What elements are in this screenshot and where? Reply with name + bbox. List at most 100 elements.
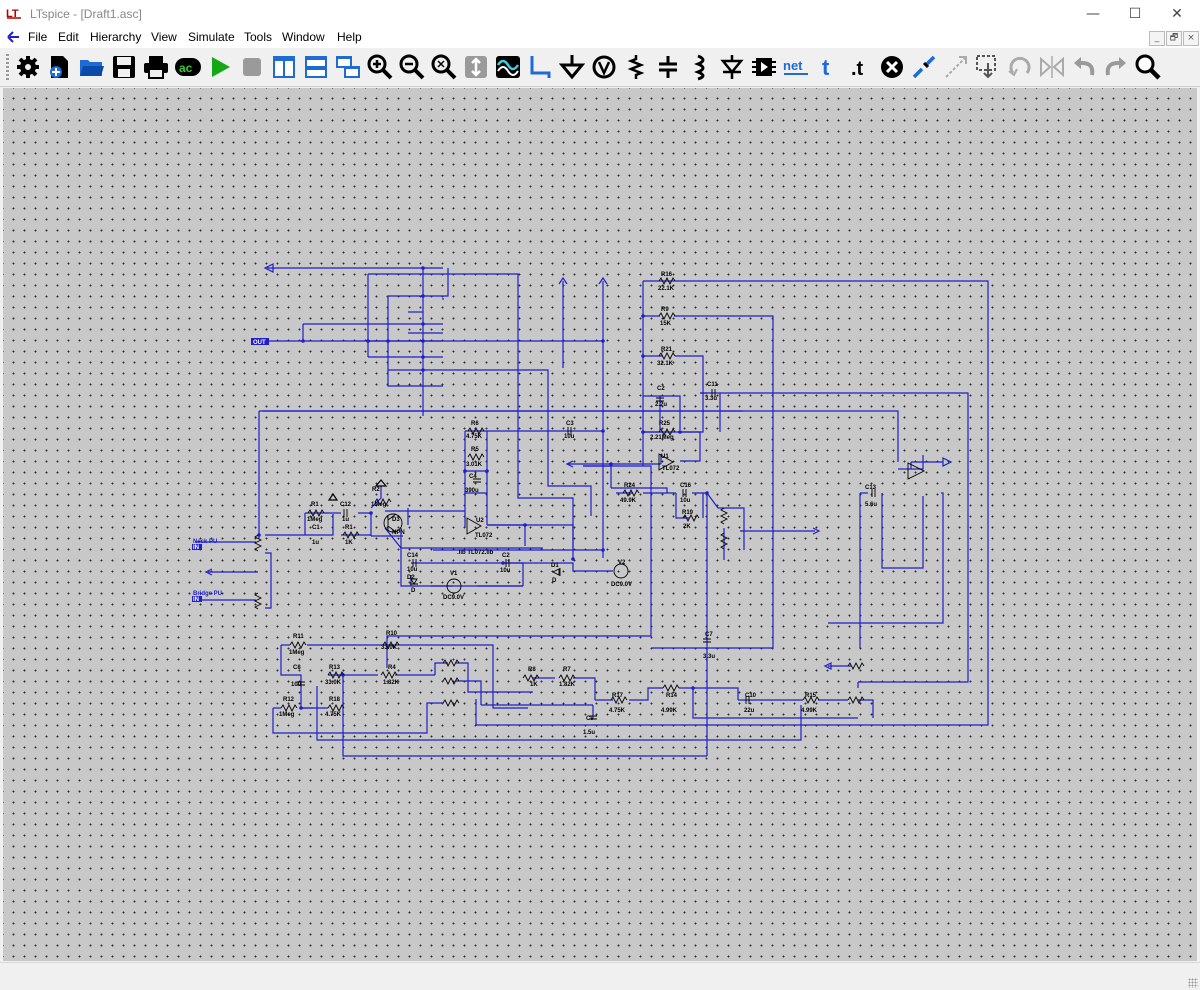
component-symbols[interactable] [253,276,926,720]
component-button[interactable] [750,53,778,81]
open-button[interactable] [78,53,106,81]
voltage-source-v1[interactable] [446,578,462,594]
capacitor-c2-upper[interactable] [656,396,664,402]
capacitor-c2[interactable] [505,559,510,567]
menu-edit[interactable]: Edit [58,30,79,44]
resistor-r11[interactable] [289,640,307,650]
capacitor-c13[interactable] [871,489,876,497]
pot-eq-e[interactable] [847,695,865,705]
capacitor-c10[interactable] [745,696,750,704]
resistor-r24[interactable] [622,488,640,498]
pot-eq-b[interactable] [442,676,460,686]
opamp-u2[interactable] [466,517,482,535]
pot-tone-b[interactable] [719,532,729,550]
resistor-r1k[interactable] [342,530,360,540]
resistor-r4[interactable] [380,670,398,680]
spice-directive-lib[interactable]: .lib TL072.lib [457,550,494,556]
menu-hierarchy[interactable]: Hierarchy [90,30,142,44]
halt-button[interactable] [238,53,266,81]
minimize-button[interactable]: — [1086,6,1100,22]
find-button[interactable] [1134,53,1162,81]
cascade-button[interactable] [334,53,362,81]
resistor-r21[interactable] [658,351,676,361]
diode-d2[interactable] [410,578,418,585]
resistor-r18[interactable] [327,703,345,713]
spice-directive-button[interactable]: .t [846,53,874,81]
mdi-restore-button[interactable]: 🗗 [1166,31,1182,46]
menu-help[interactable]: Help [337,30,362,44]
redo-button[interactable] [1102,53,1130,81]
menu-window[interactable]: Window [282,30,325,44]
run-button[interactable] [206,53,234,81]
text-button[interactable]: t [814,53,842,81]
menu-view[interactable]: View [151,30,177,44]
mdi-minimize-button[interactable]: _ [1149,31,1165,46]
resistor-r25[interactable] [658,427,676,437]
resistor-r19[interactable] [682,513,700,523]
delete-button[interactable] [878,53,906,81]
ground-button[interactable] [558,53,586,81]
capacitor-c16[interactable] [682,489,687,497]
duplicate-button[interactable] [910,53,938,81]
toolbar-grip[interactable] [6,54,9,80]
resistor-r14[interactable] [662,683,680,693]
capacitor-button[interactable] [654,53,682,81]
capacitor-c11[interactable] [711,389,716,397]
pot-eq-d[interactable] [847,661,865,671]
resistor-r2[interactable] [374,497,392,507]
resistor-r15[interactable] [802,695,820,705]
wire-button[interactable] [526,53,554,81]
autorange-button[interactable] [462,53,490,81]
pot-eq-a[interactable] [442,658,460,668]
move-button[interactable] [942,53,970,81]
wires[interactable] [195,267,989,757]
undo-button[interactable] [1070,53,1098,81]
tile-vertical-button[interactable] [270,53,298,81]
opamp-u3[interactable] [907,462,926,480]
settings-button[interactable] [14,53,42,81]
schematic-canvas[interactable]: OUT IN IN Neck PU Bridge PU R1 1Meg C12 … [3,88,1197,961]
pot-eq-c[interactable] [442,698,460,708]
menu-simulate[interactable]: Simulate [188,30,235,44]
spice-analysis-button[interactable]: ac [174,53,202,81]
resistor-r9[interactable] [658,311,676,321]
resistor-r8[interactable] [522,673,540,683]
diode-d1[interactable] [551,568,561,576]
menu-file[interactable]: File [28,30,48,44]
capacitor-c8[interactable] [297,681,305,686]
capacitor-c4[interactable] [473,478,481,483]
voltage-probe-button[interactable] [590,53,618,81]
rotate-button[interactable] [1006,53,1034,81]
print-button[interactable] [142,53,170,81]
capacitor-c9[interactable] [589,715,597,720]
resistor-r12[interactable] [280,703,298,713]
waveform-button[interactable] [494,53,522,81]
resistor-r10[interactable] [382,640,400,650]
diode-button[interactable] [718,53,746,81]
port-flags[interactable] [204,263,953,670]
voltage-source-v2[interactable] [613,563,629,579]
menu-tools[interactable]: Tools [244,30,273,44]
close-button[interactable]: ✕ [1171,6,1183,22]
resistor-r13[interactable] [327,670,345,680]
zoom-out-button[interactable] [398,53,426,81]
resize-grip[interactable] [1188,978,1198,988]
drag-button[interactable] [974,53,1002,81]
new-schematic-button[interactable] [46,53,74,81]
resistor-r6[interactable] [467,426,485,436]
schematic-drawing[interactable]: OUT IN IN Neck PU Bridge PU R1 1Meg C12 … [3,88,1197,961]
resistor-r5[interactable] [467,452,485,462]
capacitor-c14[interactable] [412,559,417,567]
resistor-button[interactable] [622,53,650,81]
net-label-button[interactable]: net [782,53,810,81]
pot-bridge-volume[interactable] [253,592,263,610]
resistor-r1[interactable] [307,508,325,518]
zoom-fit-button[interactable] [430,53,458,81]
inductor-button[interactable] [686,53,714,81]
resistor-r7[interactable] [558,673,576,683]
opamp-u1[interactable] [658,453,674,471]
zoom-in-button[interactable] [366,53,394,81]
pot-tone-a[interactable] [719,507,729,525]
resistor-r16[interactable] [658,276,676,286]
pot-neck-volume[interactable] [253,534,263,552]
